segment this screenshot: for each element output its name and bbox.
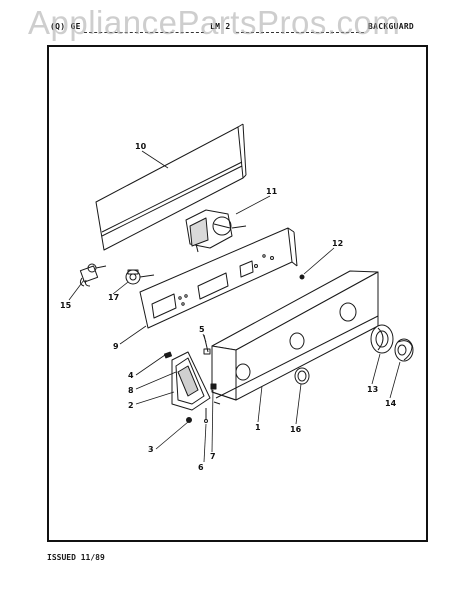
callout-4: 4 <box>128 371 134 380</box>
callout-11: 11 <box>266 187 278 196</box>
part-indicator-light <box>294 367 310 385</box>
part-selector-switch <box>125 269 155 285</box>
header-left-text: (Q) GE <box>50 22 81 31</box>
callout-8: 8 <box>128 386 134 395</box>
part-screw <box>299 274 305 280</box>
part-switch <box>79 263 107 287</box>
callout-17: 17 <box>108 293 119 302</box>
page-header: (Q) GE LM 2 BACKGUARD <box>50 22 428 36</box>
callout-10: 10 <box>135 142 147 151</box>
part-backguard <box>211 270 379 405</box>
part-timer <box>185 209 247 253</box>
callout-13: 13 <box>367 385 378 394</box>
part-knob <box>394 338 414 362</box>
part-clip <box>203 334 211 355</box>
callout-1: 1 <box>255 423 261 432</box>
part-screw <box>204 408 208 423</box>
callout-14: 14 <box>385 399 397 408</box>
callout-3: 3 <box>148 445 154 454</box>
watermark: AppliancePartsPros.com <box>28 4 401 41</box>
part-control-panel <box>139 227 298 329</box>
part-screw <box>163 351 173 359</box>
callout-5: 5 <box>199 325 205 334</box>
callout-6: 6 <box>198 463 204 472</box>
header-rule <box>236 32 364 33</box>
issued-date: ISSUED 11/89 <box>47 553 105 562</box>
callout-7: 7 <box>210 452 216 461</box>
part-top-cover-panel <box>95 123 247 251</box>
leader-lines <box>68 150 401 463</box>
header-rule <box>84 32 204 33</box>
header-model-text: LM 2 <box>210 22 231 31</box>
callout-2: 2 <box>128 401 134 410</box>
part-screw <box>210 383 217 390</box>
callout-16: 16 <box>290 425 302 434</box>
part-end-cap <box>171 351 211 411</box>
callout-labels: 10 11 12 15 17 9 5 4 8 2 3 6 7 1 16 13 1… <box>60 142 397 472</box>
callout-9: 9 <box>113 342 119 351</box>
diagram-frame <box>47 45 428 542</box>
callout-12: 12 <box>332 239 343 248</box>
header-section-text: BACKGUARD <box>368 22 415 31</box>
callout-15: 15 <box>60 301 72 310</box>
part-screw <box>186 417 192 423</box>
part-dial <box>370 324 394 354</box>
